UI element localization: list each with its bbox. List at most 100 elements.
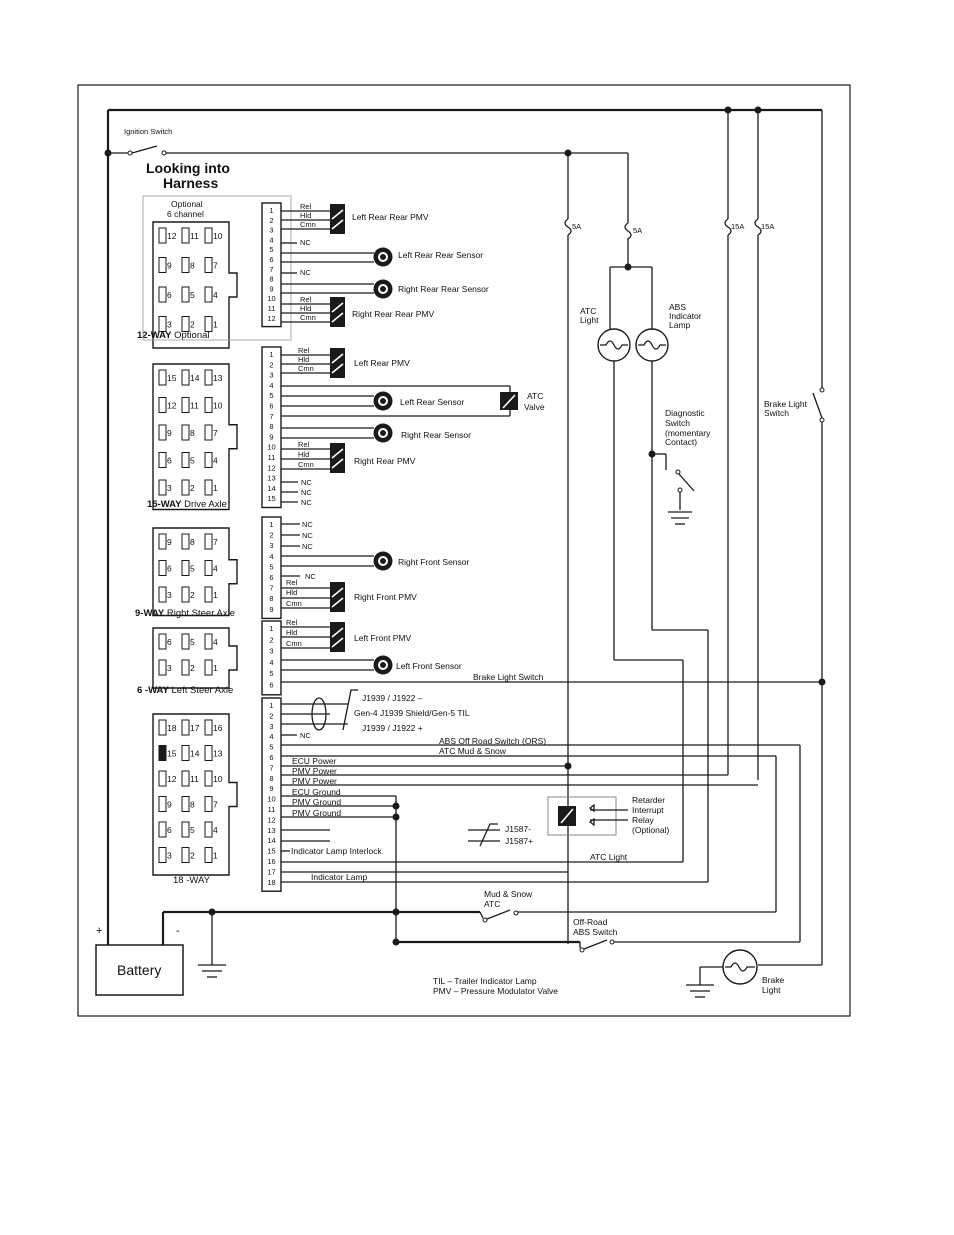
wire-label: NC bbox=[302, 542, 313, 551]
connector-pin bbox=[204, 633, 213, 650]
connector-pin bbox=[204, 745, 213, 761]
connector-pin-number: 2 bbox=[190, 663, 195, 673]
wire-label: J1587+ bbox=[505, 836, 533, 846]
harness-pin-number: 13 bbox=[267, 474, 275, 483]
connector-pin-number: 6 bbox=[167, 825, 172, 835]
harness-pin-number: 5 bbox=[269, 669, 273, 678]
wire-label: Cmn bbox=[286, 639, 302, 648]
connector-pin bbox=[158, 316, 167, 332]
connector-pin-number: 14 bbox=[190, 373, 200, 383]
connector-pin-number: 4 bbox=[213, 564, 218, 574]
connector-pin-number: 2 bbox=[190, 590, 195, 600]
connector-pin-number: 7 bbox=[213, 537, 218, 547]
pmv-icon bbox=[330, 297, 345, 327]
connector-pin-number: 12 bbox=[167, 231, 177, 241]
connector-pin-number: 8 bbox=[190, 261, 195, 271]
connector-pin-number: 7 bbox=[213, 261, 218, 271]
pmv-icon bbox=[330, 443, 345, 473]
connector-pin-number: 10 bbox=[213, 774, 223, 784]
harness-pin-number: 12 bbox=[267, 463, 275, 472]
connector-pin-number: 3 bbox=[167, 320, 172, 330]
connector-pin bbox=[204, 316, 213, 332]
connector-pin-number: 15 bbox=[167, 749, 177, 759]
connector-pin-number: 4 bbox=[213, 637, 218, 647]
c6-label: 6 -WAY Left Steer Axle bbox=[137, 685, 233, 696]
diag-switch-label: Contact) bbox=[665, 437, 697, 447]
connector-pin-number: 9 bbox=[167, 261, 172, 271]
wire-label: ABS Off Road Switch (ORS) bbox=[439, 736, 546, 746]
connector-pin bbox=[181, 719, 190, 736]
connector-pin bbox=[181, 316, 190, 332]
wire-label: NC bbox=[302, 531, 313, 540]
harness-pin-number: 5 bbox=[269, 743, 273, 752]
connector-pin-number: 4 bbox=[213, 290, 218, 300]
harness-pin-number: 10 bbox=[267, 443, 275, 452]
harness-pin-number: 11 bbox=[268, 453, 276, 462]
connector-pin bbox=[181, 659, 190, 676]
connector-pin-number: 17 bbox=[190, 723, 200, 733]
sensor-icon bbox=[373, 247, 393, 267]
harness-pin-number: 1 bbox=[269, 520, 273, 529]
atc-light-label: Light bbox=[580, 315, 599, 325]
harness-pin-number: 12 bbox=[267, 815, 275, 824]
diag-switch-label: Diagnostic bbox=[665, 408, 705, 418]
harness-pin-number: 16 bbox=[267, 857, 275, 866]
wire-label: NC bbox=[300, 268, 311, 277]
wire-label: Hld bbox=[286, 588, 297, 597]
connector-pin bbox=[181, 821, 190, 838]
component-label: Left Rear Rear Sensor bbox=[398, 250, 483, 260]
component-label: Left Front Sensor bbox=[396, 661, 462, 671]
atc-valve-label: ATC bbox=[527, 391, 543, 401]
harness-pin-number: 1 bbox=[269, 624, 273, 633]
sensor-icon bbox=[373, 655, 393, 675]
wire-label: NC bbox=[301, 478, 312, 487]
harness-pin-number: 7 bbox=[269, 584, 273, 593]
wiring-18way: J1939 / J1922 – Gen-4 J1939 Shield/Gen-5… bbox=[281, 689, 801, 942]
harness-pin-number: 6 bbox=[269, 402, 273, 411]
wire-label: Indicator Lamp bbox=[311, 872, 367, 882]
wire-label: J1939 / J1922 + bbox=[362, 723, 423, 733]
fuses: 5A 5A 15A 15A bbox=[564, 218, 774, 240]
ignition-switch: Ignition Switch bbox=[108, 127, 172, 156]
wire-label: NC bbox=[300, 731, 311, 740]
harness-pin-number: 7 bbox=[269, 412, 273, 421]
pmv-icon bbox=[330, 622, 345, 652]
connector-pin-number: 12 bbox=[167, 774, 177, 784]
connector-pin bbox=[181, 633, 190, 650]
connector-pin-number: 6 bbox=[167, 564, 172, 574]
harness-pin-number: 10 bbox=[267, 294, 275, 303]
power-rails bbox=[104, 106, 823, 965]
harness-pin-number: 13 bbox=[267, 826, 275, 835]
harness-pin-number: 1 bbox=[269, 701, 273, 710]
connector-pin bbox=[181, 227, 190, 244]
connector-pin-number: 2 bbox=[190, 851, 195, 861]
component-label: Left Front PMV bbox=[354, 633, 411, 643]
retarder-relay bbox=[547, 796, 628, 836]
brake-light-switch bbox=[812, 387, 825, 423]
connector-pin-number: 10 bbox=[213, 401, 223, 411]
harness-pin-number: 11 bbox=[268, 805, 276, 814]
harness-title-line1: Looking into bbox=[146, 160, 230, 176]
fuse-label: 15A bbox=[761, 222, 774, 231]
connector-pin bbox=[181, 560, 190, 576]
sensor-icon bbox=[373, 423, 393, 443]
wire-label: Hld bbox=[298, 450, 309, 459]
harness-pin-number: 12 bbox=[267, 314, 275, 323]
fuse-label: 5A bbox=[633, 226, 642, 235]
wire-label: NC bbox=[301, 498, 312, 507]
connector-pin bbox=[204, 424, 213, 441]
component-label: Right Rear PMV bbox=[354, 456, 416, 466]
retarder-label: Retarder bbox=[632, 795, 665, 805]
connector-pin bbox=[158, 633, 167, 650]
connector-pin-number: 9 bbox=[167, 428, 172, 438]
connector-pin-number: 13 bbox=[213, 373, 223, 383]
harness-pin-number: 2 bbox=[269, 216, 273, 225]
connector-pin-number: 7 bbox=[213, 800, 218, 810]
component-label: Left Rear PMV bbox=[354, 358, 410, 368]
component-label: Left Rear Sensor bbox=[400, 397, 464, 407]
wire-label: Hld bbox=[300, 211, 311, 220]
ground-network bbox=[161, 908, 800, 978]
